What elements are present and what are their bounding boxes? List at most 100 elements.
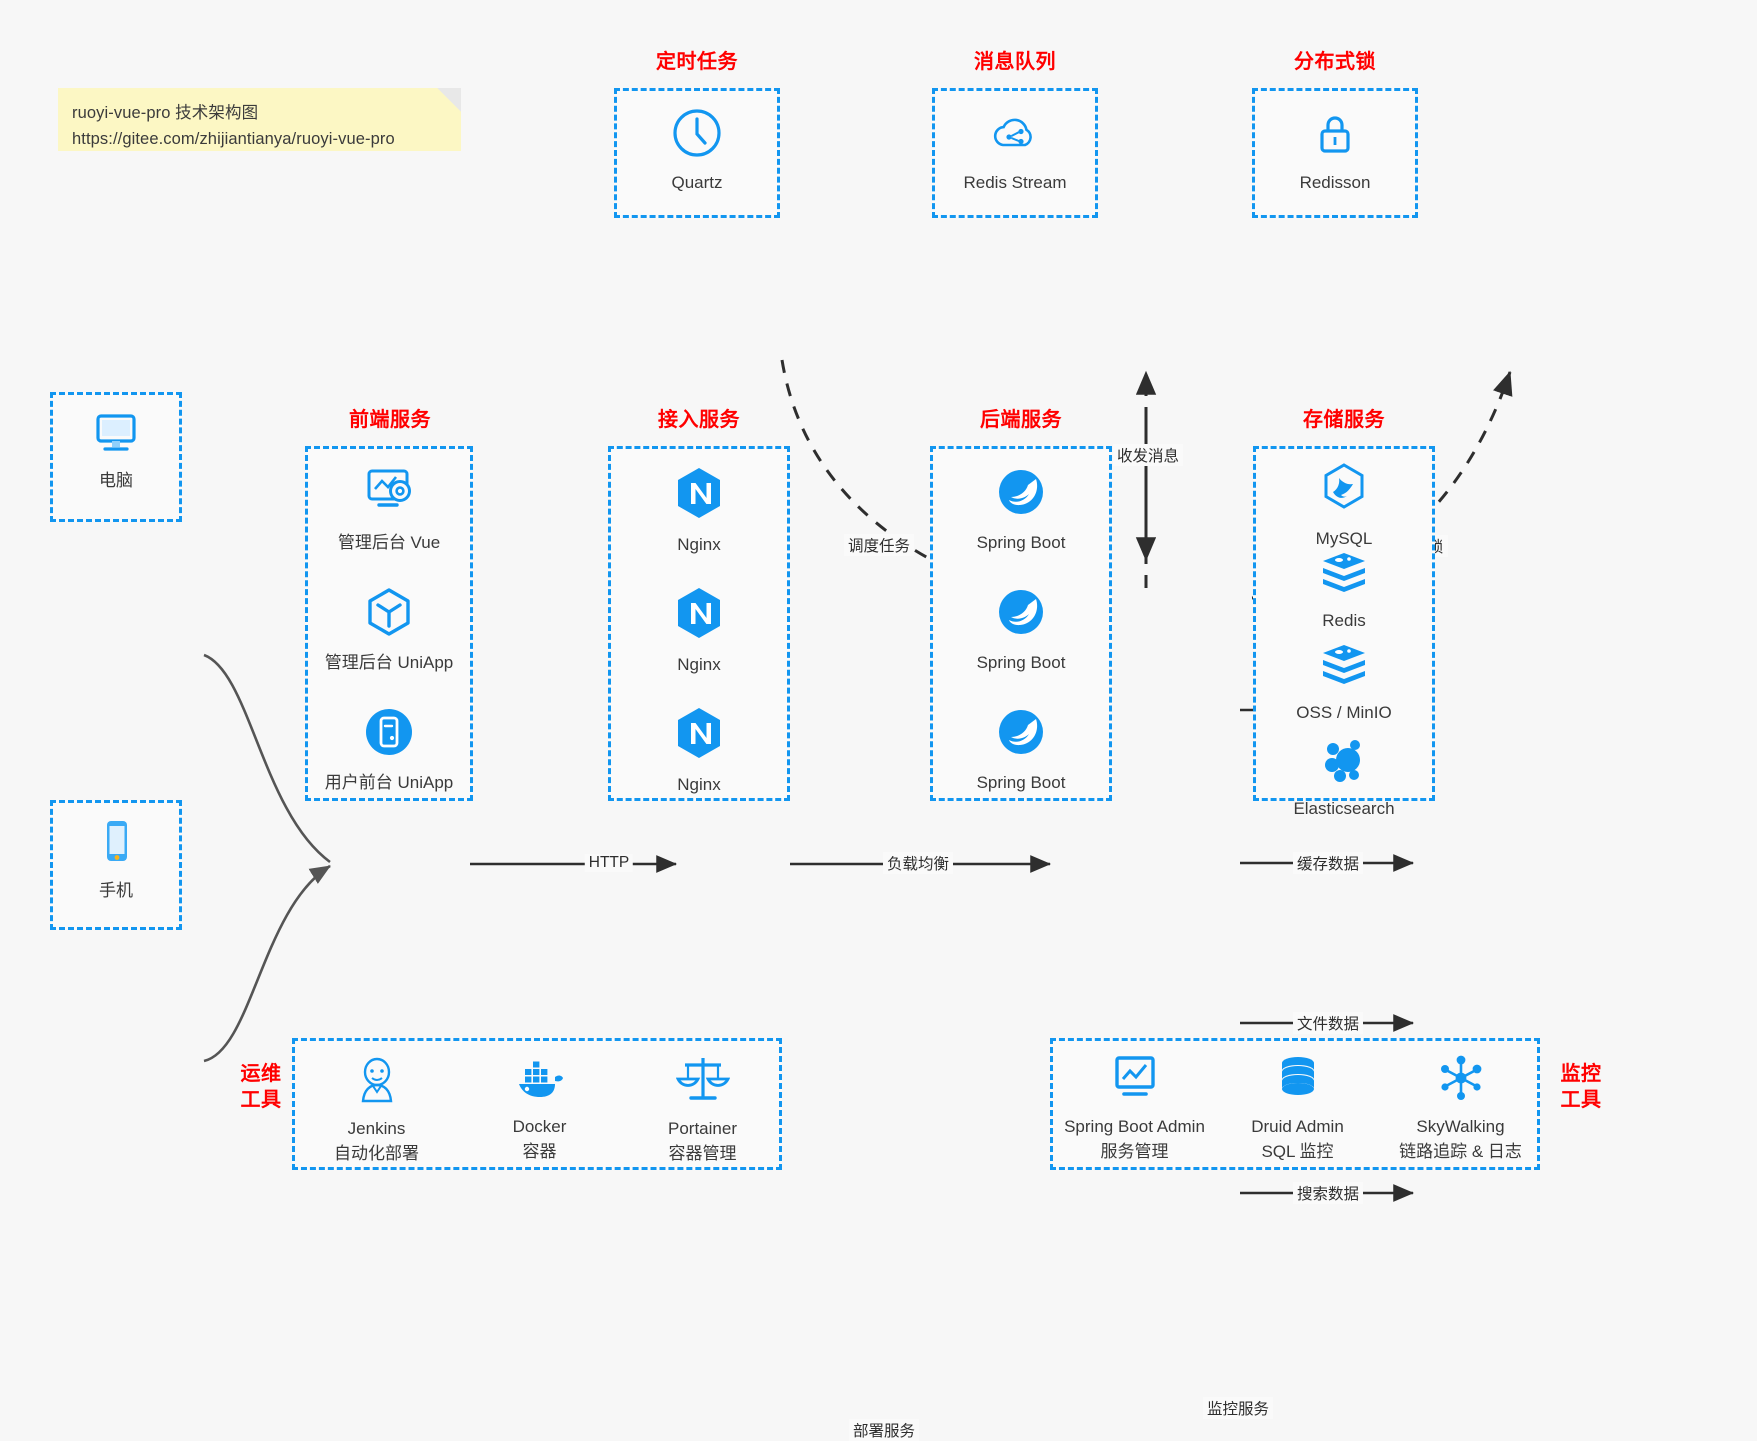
mobile-icon — [90, 815, 142, 872]
node-label: Redis — [1322, 611, 1366, 630]
group-heading-devops-line1: 运维 — [240, 1063, 282, 1085]
edge-label-monitor-service: 监控服务 — [1202, 1397, 1274, 1419]
skywalking-icon — [1435, 1053, 1487, 1108]
app-circle-icon — [362, 705, 416, 764]
node-druid-admin[interactable]: Druid Admin SQL 监控 — [1216, 1053, 1379, 1164]
group-heading-lock: 分布式锁 — [1294, 51, 1376, 73]
node-label: Nginx — [677, 535, 721, 554]
edge-label-load-balance: 负载均衡 — [882, 852, 954, 874]
node-oss-minio[interactable]: OSS / MinIO — [1256, 641, 1432, 726]
node-label: 管理后台 UniApp — [324, 653, 454, 672]
group-box-devops: Jenkins 自动化部署 Docker 容器 — [292, 1038, 782, 1170]
group-heading-gateway: 接入服务 — [658, 409, 740, 431]
redis-icon — [1318, 641, 1370, 694]
node-label-sub: 容器管理 — [668, 1143, 737, 1163]
node-redis[interactable]: Redis — [1256, 549, 1432, 634]
node-quartz[interactable]: Quartz — [617, 107, 777, 196]
node-redisson[interactable]: Redisson — [1255, 107, 1415, 196]
node-desktop[interactable]: 电脑 — [53, 409, 179, 494]
node-label: Elasticsearch — [1293, 799, 1395, 818]
node-docker[interactable]: Docker 容器 — [458, 1053, 621, 1164]
node-label: Redisson — [1299, 173, 1371, 192]
node-elasticsearch[interactable]: Elasticsearch — [1256, 735, 1432, 822]
node-mobile[interactable]: 手机 — [53, 815, 179, 904]
node-label: 电脑 — [99, 471, 133, 490]
node-label: Portainer 容器管理 — [668, 1117, 737, 1166]
node-label: 用户前台 UniApp — [324, 773, 454, 792]
note-line-url: https://gitee.com/zhijiantianya/ruoyi-vu… — [72, 129, 395, 148]
node-label: Docker 容器 — [513, 1115, 567, 1164]
desktop-icon — [90, 409, 142, 462]
node-nginx-3[interactable]: Nginx — [611, 705, 787, 798]
node-label-sub: 容器 — [522, 1141, 557, 1161]
redis-icon — [1318, 549, 1370, 602]
node-user-uniapp[interactable]: 用户前台 UniApp — [308, 705, 470, 796]
node-label: Nginx — [677, 775, 721, 794]
scales-icon — [675, 1053, 730, 1110]
node-springboot-2[interactable]: Spring Boot — [933, 585, 1109, 676]
group-box-gateway: Nginx Nginx Nginx — [608, 446, 790, 801]
group-heading-devops-line2: 工具 — [240, 1088, 282, 1111]
group-box-frontend: 管理后台 Vue 管理后台 UniApp 用户前台 UniApp — [305, 446, 473, 801]
group-box-client-desktop: 电脑 — [50, 392, 182, 522]
jenkins-icon — [351, 1053, 403, 1110]
node-label: Quartz — [671, 173, 723, 192]
node-nginx-1[interactable]: Nginx — [611, 465, 787, 558]
architecture-diagram-canvas: ruoyi-vue-pro 技术架构图 https://gitee.com/zh… — [50, 51, 1602, 1441]
node-spring-boot-admin[interactable]: Spring Boot Admin 服务管理 — [1053, 1053, 1216, 1164]
note-line-title: ruoyi-vue-pro 技术架构图 — [72, 104, 259, 122]
node-label-main: Docker — [512, 1117, 567, 1136]
node-label: Spring Boot — [976, 653, 1066, 672]
monitor-chart-icon — [1108, 1053, 1162, 1108]
node-portainer[interactable]: Portainer 容器管理 — [621, 1053, 784, 1166]
group-heading-storage: 存储服务 — [1303, 409, 1385, 431]
cloud-stream-icon — [989, 107, 1041, 164]
node-label: Druid Admin SQL 监控 — [1251, 1115, 1344, 1164]
group-heading-monitoring-line2: 工具 — [1560, 1088, 1602, 1111]
node-nginx-2[interactable]: Nginx — [611, 585, 787, 678]
node-label: Spring Boot Admin 服务管理 — [1064, 1115, 1205, 1164]
node-admin-vue[interactable]: 管理后台 Vue — [308, 465, 470, 556]
edge-label-schedule-task: 调度任务 — [843, 534, 915, 556]
edge-label-deploy-service: 部署服务 — [848, 1419, 920, 1441]
cube-icon — [362, 585, 416, 644]
database-icon — [1272, 1053, 1324, 1108]
node-redis-stream[interactable]: Redis Stream — [935, 107, 1095, 196]
group-heading-monitoring-line1: 监控 — [1560, 1063, 1602, 1085]
lock-icon — [1309, 107, 1361, 164]
node-label: Redis Stream — [963, 173, 1067, 192]
node-springboot-1[interactable]: Spring Boot — [933, 465, 1109, 556]
docker-icon — [512, 1053, 568, 1108]
node-label-main: Spring Boot Admin — [1064, 1117, 1205, 1136]
node-skywalking[interactable]: SkyWalking 链路追踪 & 日志 — [1379, 1053, 1542, 1164]
group-box-backend: Spring Boot Spring Boot Spring Boot — [930, 446, 1112, 801]
group-box-scheduler: Quartz — [614, 88, 780, 218]
node-label: Spring Boot — [976, 533, 1066, 552]
spring-icon — [994, 585, 1048, 644]
clock-icon — [671, 107, 723, 164]
note-fold-corner — [437, 88, 461, 112]
edge-label-file-data: 文件数据 — [1292, 1012, 1364, 1034]
node-label: 管理后台 Vue — [337, 533, 441, 552]
node-label-sub: 服务管理 — [1100, 1141, 1169, 1161]
node-mysql[interactable]: MySQL — [1256, 461, 1432, 552]
group-heading-devops: 运维 工具 — [228, 1062, 294, 1113]
node-springboot-3[interactable]: Spring Boot — [933, 705, 1109, 796]
edge-label-http: HTTP — [584, 854, 634, 872]
group-heading-scheduler: 定时任务 — [656, 51, 738, 73]
group-box-monitoring: Spring Boot Admin 服务管理 — [1050, 1038, 1540, 1170]
node-label: Jenkins 自动化部署 — [334, 1117, 419, 1166]
node-label: Spring Boot — [976, 773, 1066, 792]
spring-icon — [994, 705, 1048, 764]
group-heading-mq: 消息队列 — [974, 51, 1056, 73]
node-label: OSS / MinIO — [1296, 703, 1392, 722]
node-jenkins[interactable]: Jenkins 自动化部署 — [295, 1053, 458, 1166]
node-label-main: Jenkins — [347, 1119, 406, 1138]
group-box-mq: Redis Stream — [932, 88, 1098, 218]
node-label: SkyWalking 链路追踪 & 日志 — [1399, 1115, 1522, 1164]
nginx-icon — [672, 465, 726, 526]
node-admin-uniapp[interactable]: 管理后台 UniApp — [308, 585, 470, 676]
nginx-icon — [672, 705, 726, 766]
elasticsearch-icon — [1318, 735, 1370, 790]
mysql-icon — [1318, 461, 1370, 520]
